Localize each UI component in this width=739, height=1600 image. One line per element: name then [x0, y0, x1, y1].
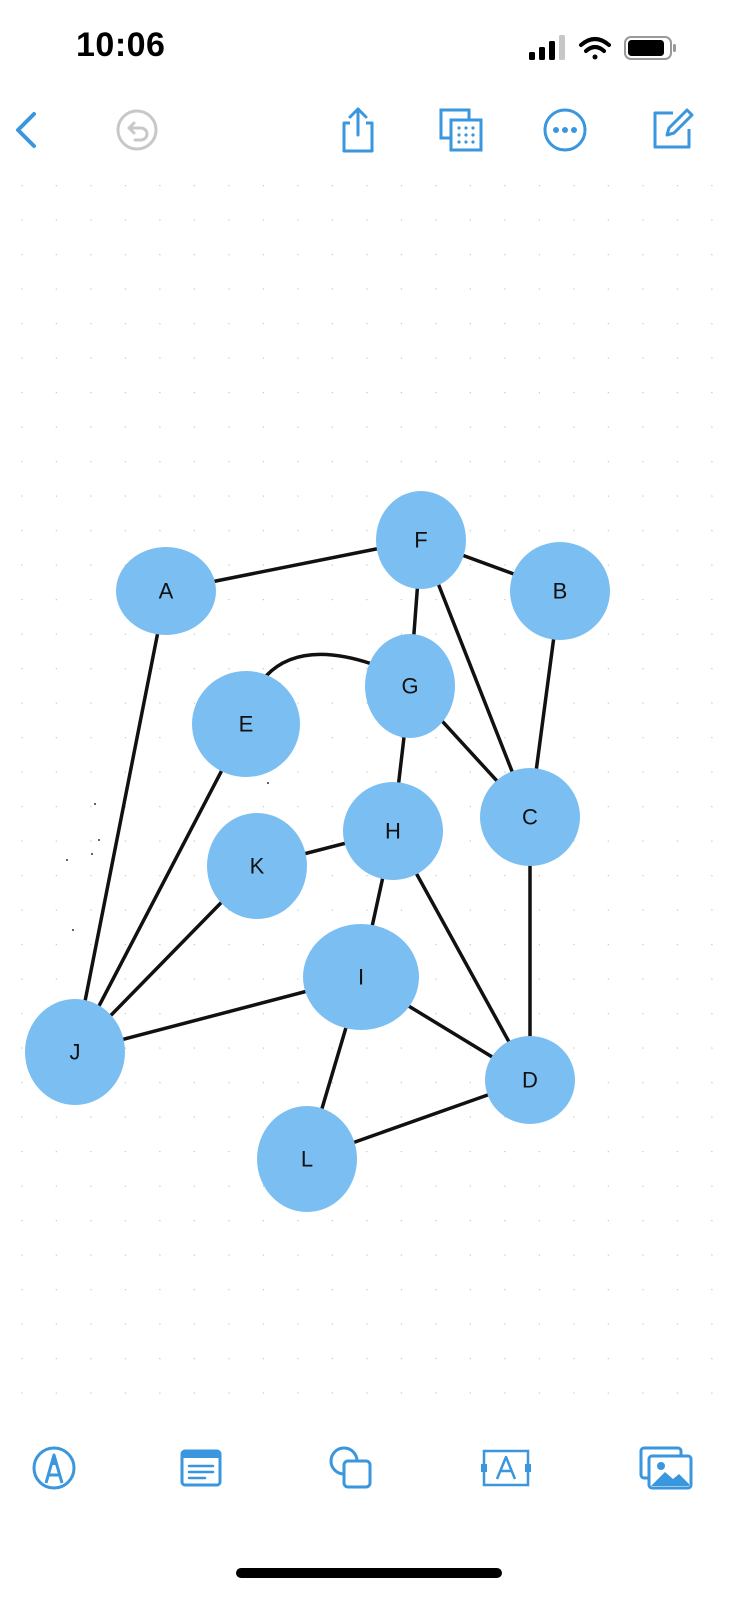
- node-shape[interactable]: [207, 813, 307, 919]
- stray-pen-marks: [66, 782, 269, 931]
- status-bar: 10:06: [0, 0, 739, 96]
- node-shape[interactable]: [365, 634, 455, 738]
- node-shape[interactable]: [303, 924, 419, 1030]
- node-h[interactable]: H: [343, 782, 443, 880]
- node-shape[interactable]: [192, 671, 300, 777]
- node-a[interactable]: A: [116, 547, 216, 635]
- node-label: E: [239, 712, 254, 737]
- multi-select-button[interactable]: [433, 102, 489, 158]
- node-k[interactable]: K: [207, 813, 307, 919]
- text-box-button[interactable]: [476, 1438, 536, 1498]
- media-icon: [639, 1446, 693, 1490]
- node-shape[interactable]: [376, 491, 466, 589]
- node-b[interactable]: B: [510, 542, 610, 640]
- board-canvas[interactable]: A B C D E F G H I J K L: [0, 170, 739, 1420]
- node-shape[interactable]: [480, 768, 580, 866]
- note-card-icon: [180, 1449, 222, 1487]
- more-icon: [543, 108, 587, 152]
- node-label: F: [414, 528, 427, 553]
- signal-icon: [529, 35, 565, 60]
- compose-button[interactable]: [644, 102, 700, 158]
- node-label: K: [250, 854, 265, 879]
- shapes-button[interactable]: [321, 1438, 381, 1498]
- home-indicator[interactable]: [236, 1568, 502, 1578]
- graph-diagram[interactable]: A B C D E F G H I J K L: [0, 170, 739, 1420]
- node-shape[interactable]: [257, 1106, 357, 1212]
- undo-icon: [116, 109, 158, 151]
- node-label: B: [553, 579, 568, 604]
- node-shape[interactable]: [343, 782, 443, 880]
- node-j[interactable]: J: [25, 999, 125, 1105]
- edge-e-j[interactable]: [73, 722, 248, 1054]
- node-c[interactable]: C: [480, 768, 580, 866]
- wifi-icon: [579, 37, 611, 60]
- shapes-icon: [329, 1446, 372, 1489]
- node-label: D: [522, 1068, 538, 1093]
- node-label: C: [522, 805, 538, 830]
- node-l[interactable]: L: [257, 1106, 357, 1212]
- pen-tool-button[interactable]: [24, 1438, 84, 1498]
- edge-f-c[interactable]: [419, 538, 532, 819]
- node-label: I: [358, 965, 364, 990]
- bottom-toolbar: [0, 1430, 739, 1510]
- node-shape[interactable]: [485, 1036, 575, 1124]
- node-label: G: [401, 674, 418, 699]
- top-toolbar: [0, 96, 739, 166]
- edge-e-g[interactable]: [264, 652, 374, 678]
- pen-tool-icon: [32, 1446, 76, 1490]
- node-d[interactable]: D: [485, 1036, 575, 1124]
- node-i[interactable]: I: [303, 924, 419, 1030]
- edge-a-j[interactable]: [73, 589, 168, 1054]
- media-button[interactable]: [636, 1438, 696, 1498]
- node-label: H: [385, 819, 401, 844]
- back-button[interactable]: [0, 102, 56, 158]
- node-shape[interactable]: [25, 999, 125, 1105]
- back-chevron-icon: [16, 112, 36, 148]
- note-card-button[interactable]: [171, 1438, 231, 1498]
- nodes-layer: A B C D E F G H I J K L: [25, 491, 610, 1212]
- node-shape[interactable]: [510, 542, 610, 640]
- text-box-icon: [481, 1449, 531, 1487]
- more-button[interactable]: [537, 102, 593, 158]
- status-icons: [529, 34, 679, 69]
- status-time: 10:06: [76, 26, 166, 64]
- node-f[interactable]: F: [376, 491, 466, 589]
- share-icon: [342, 107, 374, 153]
- node-g[interactable]: G: [365, 634, 455, 738]
- node-label: L: [301, 1147, 313, 1172]
- node-shape[interactable]: [116, 547, 216, 635]
- node-e[interactable]: E: [192, 671, 300, 777]
- node-label: J: [70, 1040, 81, 1065]
- compose-icon: [653, 108, 694, 149]
- battery-icon: [624, 36, 676, 60]
- multi-select-icon: [439, 108, 483, 152]
- node-label: A: [159, 579, 174, 604]
- undo-button[interactable]: [109, 102, 165, 158]
- share-button[interactable]: [330, 102, 386, 158]
